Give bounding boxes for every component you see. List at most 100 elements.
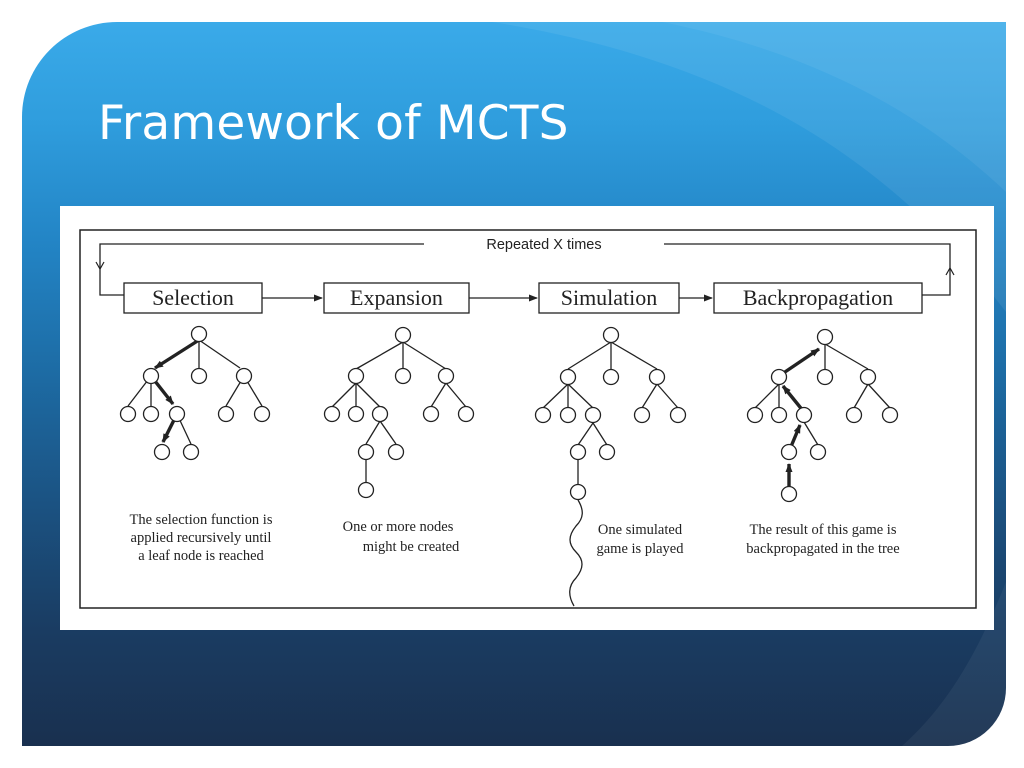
tree-edge	[430, 382, 447, 408]
phase-label-selection: Selection	[152, 285, 234, 310]
tree-node	[845, 406, 863, 424]
tree-node	[394, 326, 412, 344]
loop-line-left	[99, 243, 424, 268]
phase-box-backpropagation	[713, 282, 923, 314]
loop-line-right-lower	[922, 268, 951, 296]
tree-node	[816, 328, 834, 346]
tree-edge	[379, 420, 397, 445]
tree-edge	[445, 382, 467, 408]
phase-selection: Selection	[123, 282, 263, 314]
tree-node	[323, 405, 341, 423]
tree-edge	[610, 341, 658, 370]
tree-edge	[656, 383, 679, 409]
tree-node	[357, 443, 375, 461]
tree-node	[387, 443, 405, 461]
slide-title: Framework of MCTS	[98, 96, 569, 151]
tree-edge	[867, 383, 891, 409]
loop-line-right	[664, 243, 951, 268]
caption-simulation: One simulated game is played	[597, 522, 685, 557]
tree-node	[182, 443, 200, 461]
tree-edge	[567, 383, 594, 409]
caption-line: The selection function is	[130, 512, 273, 528]
tree-node	[235, 367, 253, 385]
tree-node	[371, 405, 389, 423]
tree-node	[153, 443, 171, 461]
tree-node	[602, 368, 620, 386]
phase-expansion: Expansion	[323, 282, 470, 314]
phase-label-simulation: Simulation	[561, 285, 658, 310]
caption-line: backpropagated in the tree	[746, 541, 899, 557]
tree-node	[602, 326, 620, 344]
slide-decoration	[492, 22, 1006, 746]
tree-edge	[641, 383, 658, 409]
tree-node	[437, 367, 455, 385]
simulation-start-node	[569, 483, 587, 501]
mcts-diagram: Repeated X times Selection Expansion Sim…	[79, 229, 977, 609]
figure-frame	[79, 229, 977, 609]
tree-node	[859, 368, 877, 386]
caption-line: a leaf node is reached	[138, 548, 264, 564]
caption-line: The result of this game is	[750, 522, 897, 538]
caption-line: One simulated	[598, 522, 683, 538]
caption-backpropagation: The result of this game is backpropagate…	[746, 522, 899, 557]
tree-node	[598, 443, 616, 461]
loop-line-left-lower	[99, 268, 124, 296]
tree-node	[422, 405, 440, 423]
tree-edge	[577, 422, 594, 446]
simulation-playout-path	[569, 499, 583, 607]
phase-box-simulation	[538, 282, 680, 314]
tree-node	[584, 406, 602, 424]
tree-edge	[803, 421, 819, 446]
tree-edge	[365, 420, 381, 445]
tree-expansion-nodes	[323, 326, 475, 499]
tree-simulation-nodes	[534, 326, 687, 501]
tree-node	[809, 443, 827, 461]
caption-line: applied recursively until	[131, 530, 272, 546]
tree-backpropagation-nodes	[746, 328, 899, 503]
tree-edge	[824, 343, 869, 370]
tree-edge	[355, 382, 381, 408]
tree-backpropagation	[754, 343, 891, 486]
tree-node	[190, 325, 208, 343]
tree-simulation	[542, 341, 679, 607]
tree-node	[559, 368, 577, 386]
tree-node	[119, 405, 137, 423]
tree-node	[648, 368, 666, 386]
tree-node	[669, 406, 687, 424]
tree-node	[780, 443, 798, 461]
tree-edge	[402, 341, 447, 370]
tree-node	[569, 443, 587, 461]
tree-edge	[592, 422, 608, 446]
tree-node	[534, 406, 552, 424]
caption-expansion: One or more nodes might be created	[343, 519, 460, 555]
caption-line: might be created	[363, 539, 460, 555]
tree-edge	[542, 383, 569, 409]
tree-node	[217, 405, 235, 423]
tree-node	[559, 406, 577, 424]
tree-edge	[331, 382, 357, 408]
caption-selection: The selection function is applied recurs…	[130, 512, 273, 564]
tree-selection-nodes	[119, 325, 271, 461]
tree-node	[457, 405, 475, 423]
phase-simulation: Simulation	[538, 282, 680, 314]
tree-node	[746, 406, 764, 424]
tree-node	[347, 367, 365, 385]
tree-edge	[853, 383, 869, 409]
repeat-loop: Repeated X times	[95, 237, 955, 296]
tree-node	[795, 406, 813, 424]
tree-node	[633, 406, 651, 424]
selection-path-arrow	[154, 338, 200, 370]
tree-edge	[567, 341, 612, 370]
tree-node	[394, 367, 412, 385]
tree-node	[347, 405, 365, 423]
backprop-path-arrow	[778, 347, 820, 378]
tree-node	[142, 405, 160, 423]
expanded-node	[357, 481, 375, 499]
phase-backpropagation: Backpropagation	[713, 282, 923, 314]
loop-label: Repeated X times	[486, 237, 601, 253]
tree-selection	[127, 338, 263, 445]
phase-label-expansion: Expansion	[350, 285, 443, 310]
tree-edge	[355, 341, 404, 370]
phase-label-backpropagation: Backpropagation	[743, 285, 893, 310]
